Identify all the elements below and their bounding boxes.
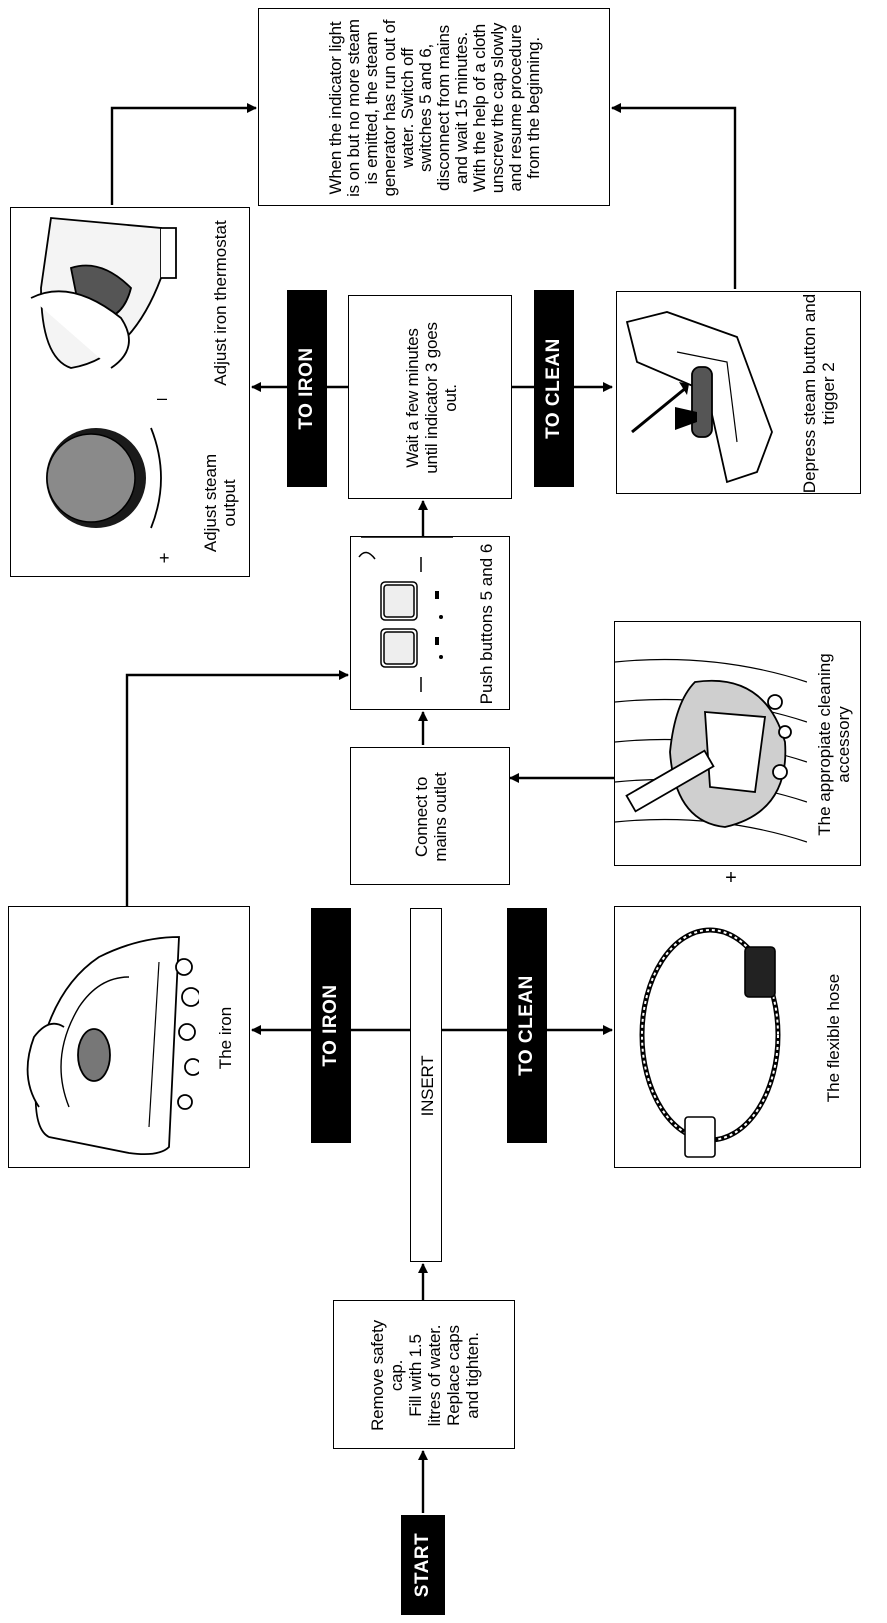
adjust-box: + – Adjust steam output Adjust iron ther… [10, 207, 250, 577]
to-clean-label-2: TO CLEAN [534, 290, 574, 487]
plus-join: + [725, 867, 737, 889]
hose-illustration [639, 927, 781, 1158]
insert-box: INSERT [410, 908, 442, 1262]
to-iron-label-1: TO IRON [311, 908, 351, 1143]
to-clean-label-1-text: TO CLEAN [516, 975, 537, 1076]
connect-box: Connect to mains outlet [350, 747, 510, 885]
to-clean-label-1: TO CLEAN [507, 908, 547, 1143]
hose-box: The flexible hose [614, 906, 861, 1168]
arrow-adjust-to-notice [110, 103, 257, 205]
connect-text: Connect to mains outlet [412, 772, 450, 862]
control-panel-illustration [358, 537, 453, 692]
steam-gun-illustration [625, 311, 773, 484]
to-iron-label-1-text: TO IRON [320, 984, 341, 1067]
thermostat-illustration [30, 217, 177, 369]
arrow-iron-to-connect [125, 670, 349, 906]
push-caption: Push buttons 5 and 6 [476, 543, 496, 705]
dial-minus: – [157, 388, 167, 408]
to-iron-label-2-text: TO IRON [296, 347, 317, 430]
no-steam-notice-box: When the indicator light is on but no mo… [258, 8, 610, 206]
steam-output-caption: Adjust steam output [201, 453, 239, 553]
to-clean-label-2-text: TO CLEAN [543, 338, 564, 439]
start-label: START [401, 1515, 445, 1615]
start-label-text: START [412, 1532, 433, 1598]
thermostat-caption: Adjust iron thermostat [210, 220, 230, 386]
wait-box: Wait a few minutes until indicator 3 goe… [348, 295, 512, 499]
push-box: Push buttons 5 and 6 [350, 536, 510, 710]
insert-text: INSERT [417, 1055, 437, 1117]
fill-step-box: Remove safety cap. Fill with 1.5 litres … [333, 1300, 515, 1449]
iron-box: The iron [8, 906, 250, 1168]
dial-plus: + [159, 548, 170, 568]
depress-caption: Depress steam button and trigger 2 [800, 293, 838, 494]
depress-box: Depress steam button and trigger 2 [616, 291, 861, 494]
iron-illustration [26, 936, 199, 1156]
fill-step-text: Remove safety cap. Fill with 1.5 litres … [368, 1320, 482, 1431]
hose-caption: The flexible hose [823, 973, 843, 1103]
steam-dial-illustration: + – [46, 388, 170, 568]
wait-text: Wait a few minutes until indicator 3 goe… [402, 322, 460, 474]
cleaning-accessory-illustration [615, 658, 807, 843]
iron-caption: The iron [215, 1006, 235, 1070]
arrow-depress-to-notice [611, 103, 737, 289]
to-iron-label-2: TO IRON [287, 290, 327, 487]
accessory-box: The appropiate cleaning accessory [614, 621, 861, 866]
no-steam-notice-text: When the indicator light is on but no mo… [326, 19, 543, 197]
accessory-caption: The appropiate cleaning accessory [815, 653, 853, 836]
